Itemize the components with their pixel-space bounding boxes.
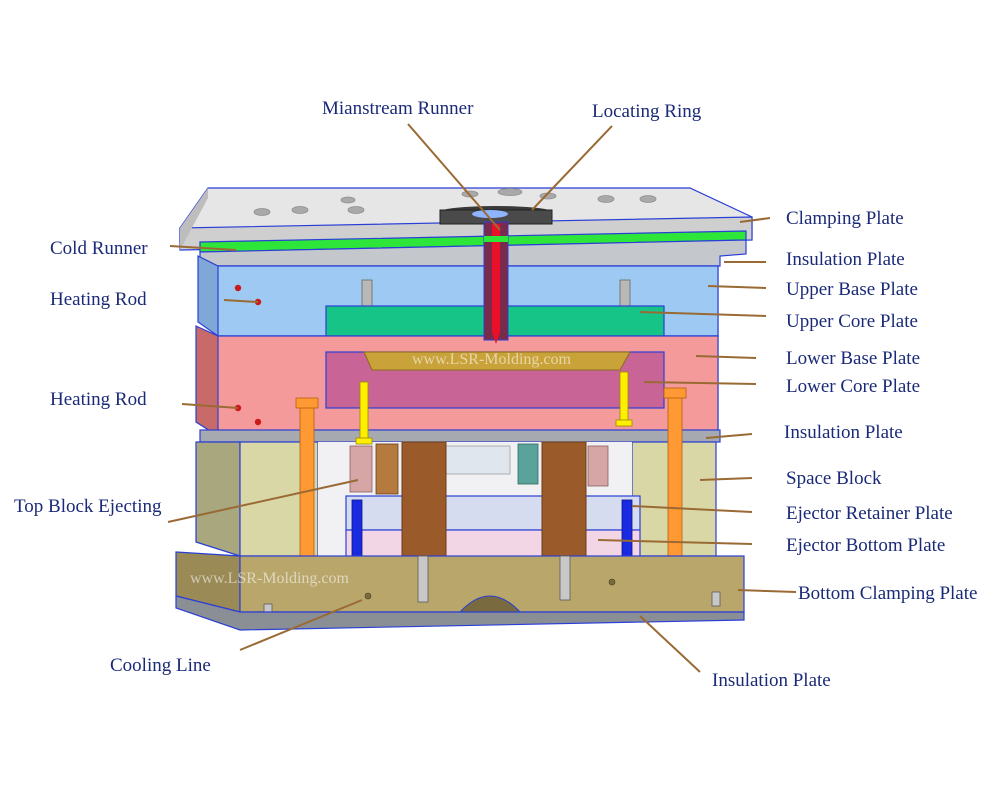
label-heating-rod-lower: Heating Rod bbox=[50, 389, 147, 410]
label-upper-base-plate: Upper Base Plate bbox=[786, 279, 918, 300]
label-ejector-bottom-plate: Ejector Bottom Plate bbox=[786, 535, 945, 556]
label-insulation-plate-top: Insulation Plate bbox=[786, 249, 905, 270]
label-insulation-plate-bottom: Insulation Plate bbox=[712, 670, 831, 691]
mainstream-runner bbox=[483, 221, 509, 344]
label-locating-ring: Locating Ring bbox=[592, 101, 702, 122]
top-block-ejectors bbox=[355, 371, 633, 445]
insulation-plate-mid bbox=[199, 429, 721, 443]
label-bottom-clamping-plate: Bottom Clamping Plate bbox=[798, 583, 977, 604]
support-pillars bbox=[349, 441, 609, 575]
ejector-retainer-plate bbox=[345, 495, 641, 531]
label-ejector-retainer-plate: Ejector Retainer Plate bbox=[786, 503, 953, 524]
label-lower-base-plate: Lower Base Plate bbox=[786, 348, 920, 369]
lower-core-plate bbox=[325, 351, 665, 409]
insulation-plate-bottom bbox=[175, 595, 745, 631]
label-clamping-plate: Clamping Plate bbox=[786, 208, 904, 229]
label-cooling-line: Cooling Line bbox=[110, 655, 211, 676]
clamping-plate-holes bbox=[253, 188, 657, 216]
label-top-block-ejecting: Top Block Ejecting bbox=[14, 496, 162, 517]
label-lower-core-plate: Lower Core Plate bbox=[786, 376, 920, 397]
leader-lines bbox=[167, 123, 797, 673]
watermark-upper: www.LSR-Molding.com bbox=[412, 351, 572, 368]
watermark-lower: www.LSR-Molding.com bbox=[190, 570, 350, 587]
label-mianstream-runner: Mianstream Runner bbox=[322, 98, 474, 119]
locating-ring bbox=[439, 206, 553, 225]
label-heating-rod-upper: Heating Rod bbox=[50, 289, 147, 310]
label-space-block: Space Block bbox=[786, 468, 882, 489]
label-cold-runner: Cold Runner bbox=[50, 238, 148, 259]
label-insulation-plate-mid: Insulation Plate bbox=[784, 422, 903, 443]
labels: Mianstream Runner Locating Ring Clamping… bbox=[14, 98, 977, 691]
label-upper-core-plate: Upper Core Plate bbox=[786, 311, 918, 332]
bottom-clamping-plate bbox=[175, 551, 745, 619]
